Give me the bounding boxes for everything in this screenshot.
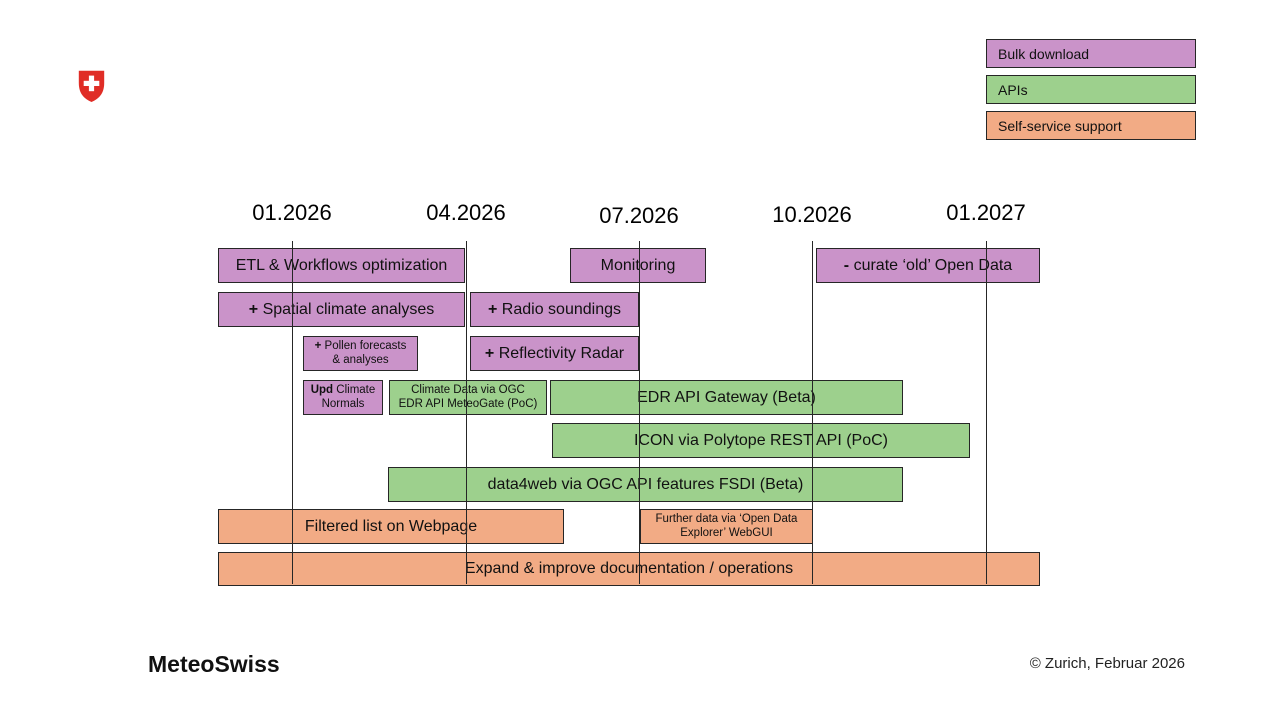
axis-tick-label: 07.2026 <box>599 203 679 228</box>
roadmap-bar: ICON via Polytope REST API (PoC) <box>552 423 970 458</box>
roadmap-bar-label: Filtered list on Webpage <box>304 517 478 535</box>
roadmap-bar-label: + Reflectivity Radar <box>484 344 625 362</box>
roadmap-bar: Climate Data via OGC EDR API MeteoGate (… <box>389 380 547 415</box>
gridline <box>986 241 987 584</box>
roadmap-bar: EDR API Gateway (Beta) <box>550 380 903 415</box>
swiss-shield-icon <box>78 70 105 102</box>
gridline <box>812 241 813 584</box>
roadmap-bar: Expand & improve documentation / operati… <box>218 552 1040 586</box>
roadmap-bar: + Pollen forecasts & analyses <box>303 336 418 371</box>
roadmap-bar: + Radio soundings <box>470 292 639 327</box>
roadmap-bar: ETL & Workflows optimization <box>218 248 465 283</box>
roadmap-bar-label: + Radio soundings <box>488 300 621 318</box>
roadmap-bar: Filtered list on Webpage <box>218 509 564 544</box>
roadmap-bar-label: + Pollen forecasts & analyses <box>314 339 407 366</box>
swiss-coat-of-arms-logo <box>78 70 105 108</box>
axis-tick-label: 01.2027 <box>946 200 1026 225</box>
legend-item-self-service: Self-service support <box>986 111 1196 140</box>
roadmap-bar: Monitoring <box>570 248 706 283</box>
roadmap-bar-label: data4web via OGC API features FSDI (Beta… <box>487 475 804 493</box>
gridline <box>292 241 293 584</box>
gridline <box>466 241 467 584</box>
copyright-text: © Zurich, Februar 2026 <box>1029 655 1185 672</box>
roadmap-bar-label: Further data via ‘Open Data Explorer’ We… <box>655 512 798 539</box>
axis-tick-label: 01.2026 <box>252 200 332 225</box>
axis-tick-label: 04.2026 <box>426 200 506 225</box>
roadmap-bar-label: - curate ‘old’ Open Data <box>843 256 1013 274</box>
roadmap-bar-label: + Spatial climate analyses <box>248 300 435 318</box>
roadmap-bar: Further data via ‘Open Data Explorer’ We… <box>640 509 813 544</box>
roadmap-bar-label: Climate Data via OGC EDR API MeteoGate (… <box>398 383 538 410</box>
roadmap-bar-label: ICON via Polytope REST API (PoC) <box>633 431 888 449</box>
axis-tick-label: 10.2026 <box>772 202 852 227</box>
roadmap-bar-label: Monitoring <box>600 256 676 274</box>
legend-item-apis: APIs <box>986 75 1196 104</box>
roadmap-bar: Upd Climate Normals <box>303 380 383 415</box>
legend-item-bulk-download: Bulk download <box>986 39 1196 68</box>
brand-wordmark: MeteoSwiss <box>148 651 280 677</box>
roadmap-bar-label: ETL & Workflows optimization <box>235 256 448 274</box>
roadmap-bar: - curate ‘old’ Open Data <box>816 248 1040 283</box>
roadmap-bar-label: Expand & improve documentation / operati… <box>464 560 794 578</box>
roadmap-bar-label: Upd Climate Normals <box>310 383 376 410</box>
roadmap-bar: + Reflectivity Radar <box>470 336 639 371</box>
roadmap-bar: data4web via OGC API features FSDI (Beta… <box>388 467 903 502</box>
roadmap-bar-label: EDR API Gateway (Beta) <box>637 388 816 406</box>
roadmap-bar: + Spatial climate analyses <box>218 292 465 327</box>
gridline <box>639 241 640 584</box>
